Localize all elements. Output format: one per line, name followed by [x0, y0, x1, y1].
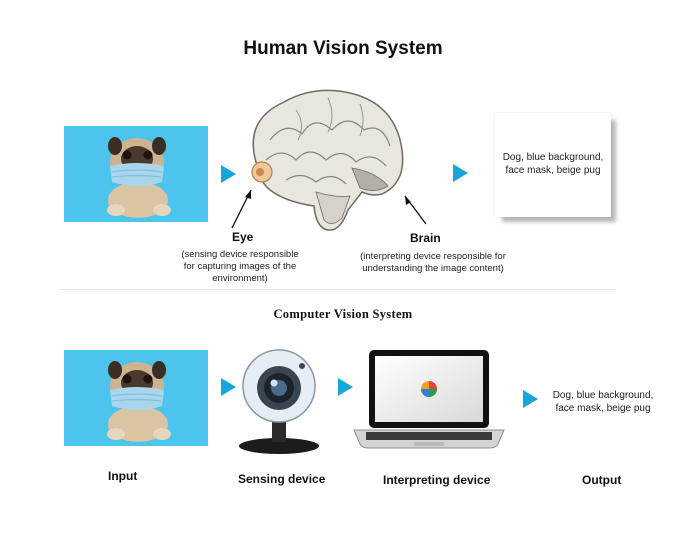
eye-label: Eye [232, 230, 254, 244]
interpreting-device-label: Interpreting device [383, 473, 491, 487]
arrow-photo-to-eye [221, 165, 236, 183]
pug-illustration [64, 126, 208, 222]
arrow-brain-to-output [453, 164, 468, 182]
computer-vision-title: Computer Vision System [273, 307, 413, 321]
human-output-text: Dog, blue background, face mask, beige p… [495, 151, 611, 177]
brain-description: (interpreting device responsible for und… [338, 251, 528, 275]
computer-output-text: Dog, blue background, face mask, beige p… [548, 389, 658, 415]
human-output-card: Dog, blue background, face mask, beige p… [495, 113, 611, 217]
brain-illustration [236, 80, 416, 240]
computer-output-line-1: Dog, blue background, [552, 390, 654, 401]
human-vision-title: Human Vision System [243, 38, 443, 59]
brain-desc-line-1: (interpreting device responsible for [360, 251, 506, 262]
output-label: Output [582, 473, 622, 487]
arrow-input-to-webcam [221, 378, 236, 396]
pug-input-photo-computer [64, 350, 208, 446]
human-output-line-2: face mask, beige pug [505, 165, 601, 176]
laptop-icon [352, 348, 506, 450]
section-divider [60, 289, 616, 290]
sensing-device-label: Sensing device [238, 472, 326, 486]
computer-output-line-2: face mask, beige pug [555, 403, 651, 414]
eye-desc-line-1: (sensing device responsible [181, 249, 299, 260]
brain-desc-line-2: understanding the image content) [362, 263, 504, 274]
human-output-line-1: Dog, blue background, [502, 152, 604, 163]
input-label: Input [108, 469, 138, 483]
webcam-icon [234, 346, 324, 456]
pug-input-photo-human [64, 126, 208, 222]
eye-desc-line-2: for capturing images of the [183, 261, 297, 272]
eye-description: (sensing device responsible for capturin… [160, 249, 320, 285]
eye-desc-line-3: environment) [212, 273, 268, 284]
pug-illustration [64, 350, 208, 446]
arrow-laptop-to-output [523, 390, 538, 408]
brain-label: Brain [410, 231, 441, 245]
arrow-webcam-to-laptop [338, 378, 353, 396]
